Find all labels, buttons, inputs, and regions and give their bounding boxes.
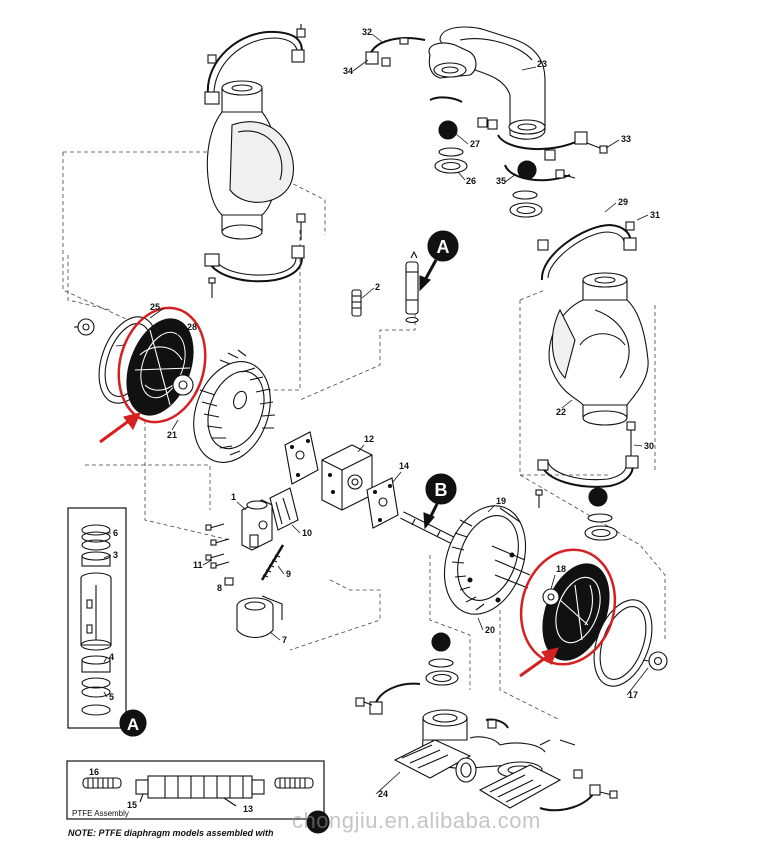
left-outer-washer — [74, 318, 95, 336]
label-18: 18 — [556, 564, 566, 574]
label-26: 26 — [466, 176, 476, 186]
right-clamp-30 — [535, 421, 639, 508]
label-24: 24 — [378, 789, 388, 799]
check-ball-35 — [509, 160, 543, 218]
top-left-lower-clamp — [204, 213, 306, 298]
right-clamp-29 — [537, 221, 637, 281]
label-31: 31 — [650, 210, 660, 220]
label-7: 7 — [282, 635, 287, 645]
highlight-left — [99, 306, 207, 444]
label-8: 8 — [217, 583, 222, 593]
gasket-10 — [269, 487, 299, 531]
label-22: 22 — [556, 407, 566, 417]
inset-a: A — [67, 507, 147, 737]
note-text: NOTE: PTFE diaphragm models assembled wi… — [68, 828, 274, 838]
label-3: 3 — [113, 550, 118, 560]
label-15: 15 — [127, 800, 137, 810]
top-manifold — [428, 26, 546, 140]
label-14: 14 — [399, 461, 409, 471]
label-30: 30 — [644, 441, 654, 451]
part-2-pin — [351, 289, 362, 317]
label-25: 25 — [150, 302, 160, 312]
callout-b-badge: B — [423, 473, 457, 530]
label-19: 19 — [496, 496, 506, 506]
label-28: 28 — [187, 322, 197, 332]
svg-text:A: A — [127, 715, 139, 734]
top-right-clamp-32 — [365, 37, 426, 67]
svg-text:A: A — [437, 237, 450, 257]
right-backup-ring — [593, 599, 653, 687]
check-ball-27 — [434, 120, 468, 174]
part-labels: 1 2 3 4 5 6 7 8 9 10 11 12 13 14 15 16 1… — [89, 27, 660, 814]
bottom-manifold-24 — [393, 709, 562, 809]
label-29: 29 — [618, 197, 628, 207]
callout-a-badge: A — [419, 230, 459, 292]
center-block-12 — [321, 444, 373, 511]
check-ball-right-mid — [584, 487, 618, 541]
ptfe-assembly-inset: PTFE Assembly — [66, 760, 330, 834]
top-right-clamp-lower — [429, 96, 576, 182]
right-air-chamber-19 — [443, 505, 531, 615]
label-12: 12 — [364, 434, 374, 444]
label-32: 32 — [362, 27, 372, 37]
label-34: 34 — [343, 66, 353, 76]
label-1: 1 — [231, 492, 236, 502]
svg-text:B: B — [435, 480, 448, 500]
right-chamber — [548, 272, 649, 426]
left-air-chamber-21 — [193, 349, 276, 463]
cap-7 — [236, 595, 283, 639]
label-20: 20 — [485, 625, 495, 635]
label-5: 5 — [109, 692, 114, 702]
label-16: 16 — [89, 767, 99, 777]
watermark: chongjiu.en.alibaba.com — [292, 808, 541, 833]
label-9: 9 — [286, 569, 291, 579]
label-2: 2 — [375, 282, 380, 292]
bottom-right-clamp — [485, 718, 618, 812]
highlight-right — [519, 548, 617, 678]
callout-a-pin — [405, 250, 419, 324]
label-33: 33 — [621, 134, 631, 144]
bottom-left-clamp — [355, 682, 421, 715]
gasket-left — [284, 431, 319, 485]
shaft — [400, 511, 454, 544]
top-left-clamp — [204, 24, 306, 105]
gasket-14 — [366, 477, 399, 529]
right-outer-washer-17 — [642, 651, 668, 671]
top-right-clamp-33 — [497, 131, 608, 154]
label-35: 35 — [496, 176, 506, 186]
label-6: 6 — [113, 528, 118, 538]
label-17: 17 — [628, 690, 638, 700]
label-27: 27 — [470, 139, 480, 149]
label-13: 13 — [243, 804, 253, 814]
label-4: 4 — [109, 652, 114, 662]
bottom-ball — [425, 632, 459, 686]
valve-body-1 — [241, 499, 273, 551]
small-screws — [205, 523, 234, 586]
spring-9 — [260, 544, 285, 581]
right-plate-18 — [542, 588, 560, 606]
leader-lines — [103, 33, 649, 795]
label-21: 21 — [167, 430, 177, 440]
label-23: 23 — [537, 59, 547, 69]
label-11: 11 — [193, 560, 203, 570]
top-left-chamber — [206, 80, 294, 240]
ptfe-assembly-label: PTFE Assembly — [72, 809, 129, 818]
label-10: 10 — [302, 528, 312, 538]
left-plate-28 — [172, 374, 194, 396]
